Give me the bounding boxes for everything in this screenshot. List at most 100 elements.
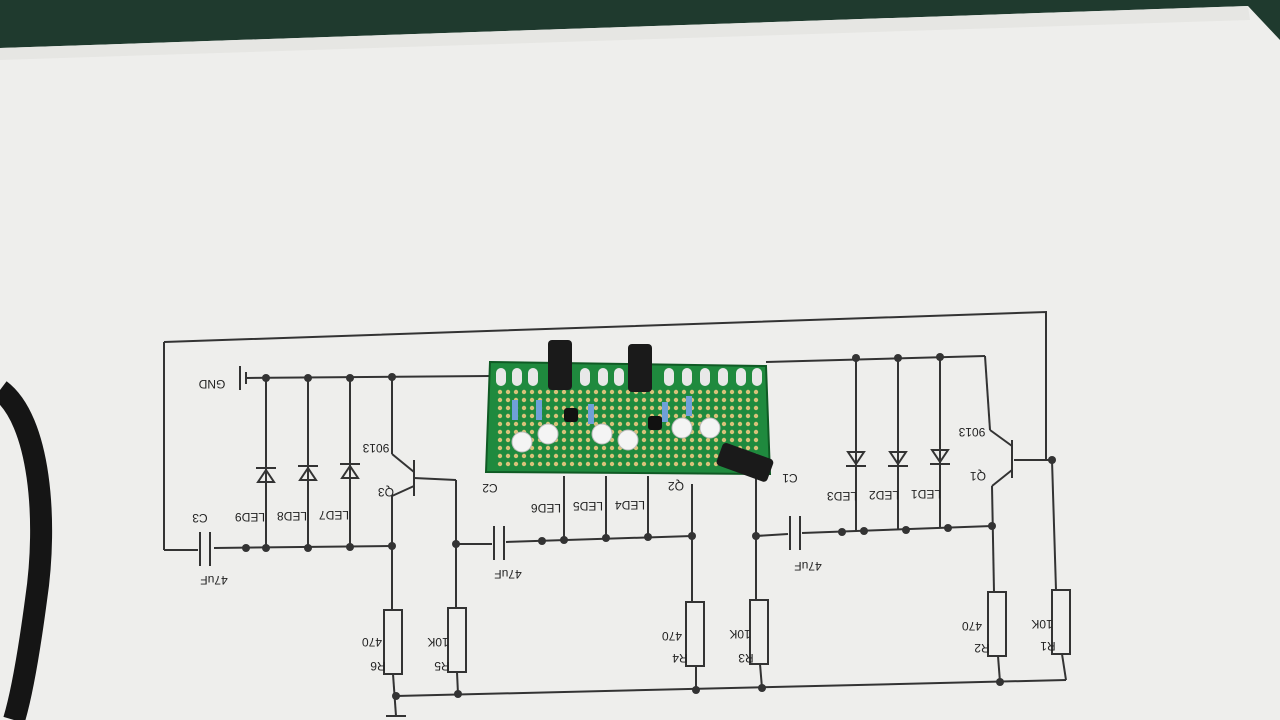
solder-pad (737, 413, 743, 419)
solder-pad (553, 453, 559, 459)
solder-pad (617, 397, 623, 403)
solder-pad (641, 397, 647, 403)
solder-pad (617, 453, 623, 459)
label-r3: R3 (738, 651, 754, 665)
label-led7: LED7 (319, 508, 349, 522)
solder-pad (641, 413, 647, 419)
solder-pad (561, 445, 567, 451)
solder-pad (545, 397, 551, 403)
solder-pad (561, 453, 567, 459)
solder-pad (657, 389, 663, 395)
label-led5: LED5 (573, 499, 603, 513)
solder-pad (601, 389, 607, 395)
solder-pad (633, 413, 639, 419)
solder-pad (601, 413, 607, 419)
solder-pad (753, 413, 759, 419)
solder-pad (745, 437, 751, 443)
solder-pad (681, 453, 687, 459)
solder-pad (641, 461, 647, 467)
solder-pad (505, 429, 511, 435)
label-q2: Q2 (668, 479, 684, 493)
solder-pad (545, 461, 551, 467)
solder-pad (529, 397, 535, 403)
solder-pad (729, 397, 735, 403)
label-c1: C1 (782, 471, 798, 485)
label-r5-value: 10K (427, 635, 448, 649)
solder-pad (649, 437, 655, 443)
solder-pad (673, 453, 679, 459)
solder-pad (721, 397, 727, 403)
solder-pad (713, 397, 719, 403)
solder-pad (665, 461, 671, 467)
solder-pad (641, 429, 647, 435)
solder-pad (737, 397, 743, 403)
solder-pad (721, 413, 727, 419)
solder-pad (593, 397, 599, 403)
label-r4-value: 470 (662, 629, 682, 643)
label-r2: R2 (974, 641, 990, 655)
solder-pad (505, 461, 511, 467)
solder-pad (681, 405, 687, 411)
solder-pad (577, 389, 583, 395)
solder-pad (745, 397, 751, 403)
solder-pad (625, 397, 631, 403)
solder-pad (601, 461, 607, 467)
solder-pad (745, 389, 751, 395)
solder-pad (753, 437, 759, 443)
solder-pad (521, 413, 527, 419)
solder-pad (713, 445, 719, 451)
solder-pad (513, 461, 519, 467)
solder-pad (593, 389, 599, 395)
solder-pad (521, 421, 527, 427)
solder-pad (569, 453, 575, 459)
solder-pad (713, 453, 719, 459)
capacitor-c2 (548, 340, 572, 390)
board-leds (511, 417, 721, 453)
solder-pad (657, 429, 663, 435)
solder-pad (753, 429, 759, 435)
solder-pad (673, 445, 679, 451)
solder-pad (689, 389, 695, 395)
solder-pad (753, 389, 759, 395)
solder-pad (681, 397, 687, 403)
solder-pad (577, 461, 583, 467)
solder-pad (649, 405, 655, 411)
label-led6: LED6 (531, 501, 561, 515)
solder-pad (609, 461, 615, 467)
solder-pad (505, 389, 511, 395)
solder-pad (657, 405, 663, 411)
solder-pad (561, 389, 567, 395)
solder-pad (753, 421, 759, 427)
solder-pad (505, 421, 511, 427)
solder-pad (721, 437, 727, 443)
solder-pad (665, 437, 671, 443)
solder-pad (721, 421, 727, 427)
solder-pad (513, 389, 519, 395)
solder-pad (561, 397, 567, 403)
solder-pad (625, 453, 631, 459)
solder-pad (625, 461, 631, 467)
solder-pad (665, 397, 671, 403)
label-r2-value: 470 (962, 619, 982, 633)
solder-pad (673, 461, 679, 467)
solder-pad (577, 421, 583, 427)
solder-pad (545, 413, 551, 419)
solder-pad (569, 461, 575, 467)
solder-pad (697, 461, 703, 467)
solder-pad (641, 437, 647, 443)
solder-pad (673, 397, 679, 403)
solder-pad (649, 389, 655, 395)
led-symbols (256, 449, 950, 483)
solder-pad (705, 397, 711, 403)
label-led1: LED1 (911, 487, 941, 501)
solder-pad (593, 445, 599, 451)
solder-pad (737, 389, 743, 395)
solder-pad (521, 397, 527, 403)
solder-pad (569, 429, 575, 435)
solder-pad (585, 461, 591, 467)
solder-pad (553, 413, 559, 419)
label-r4: R4 (672, 651, 688, 665)
junction-dots (242, 353, 1056, 700)
solder-pad (625, 389, 631, 395)
solder-pad (537, 445, 543, 451)
